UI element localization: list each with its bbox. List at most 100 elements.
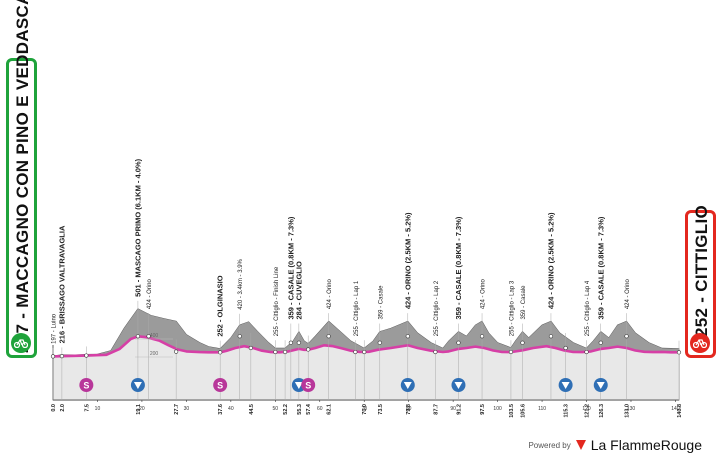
- sprint-s-icon: S: [305, 381, 311, 391]
- waypoint-km-label: 126.3: [599, 404, 605, 418]
- sprint-marker: [213, 378, 228, 392]
- waypoint-dot: [218, 350, 223, 355]
- waypoint-km-label: 7.5: [84, 404, 90, 412]
- waypoint-dot: [563, 345, 568, 351]
- waypoint-dot: [353, 349, 358, 355]
- km-tick-label: 60: [317, 406, 323, 412]
- km-tick-label: 50: [273, 406, 279, 412]
- waypoint-km-label: 105.6: [521, 404, 527, 418]
- km-tick-label: 80: [406, 406, 412, 412]
- waypoint-dot: [624, 334, 629, 339]
- waypoint-label: 424 - Orino: [147, 278, 153, 309]
- waypoint-km-label: 73.5: [378, 404, 384, 415]
- powered-by-text: Powered by: [528, 440, 571, 450]
- waypoint-dot: [135, 334, 141, 339]
- waypoint-label: 424 - ORINO (2.5KM - 5.2%): [403, 212, 412, 309]
- waypoint-dot: [584, 349, 589, 355]
- waypoint-label: 359 - CASALE (0.8KM - 7.3%): [454, 216, 463, 319]
- km-tick-label: 30: [184, 406, 190, 412]
- waypoint-dot: [50, 354, 56, 359]
- waypoint-label: 255 - Cittiglio - Lap 1: [354, 280, 360, 336]
- waypoint-label: 424 - ORINO (2.5KM - 5.2%): [546, 212, 555, 309]
- waypoint-dot: [326, 334, 331, 339]
- flamme-rouge-logo-icon: [575, 440, 586, 450]
- triangle-down-icon: [596, 382, 605, 389]
- waypoint-km-label: 70.0: [362, 404, 368, 415]
- footer: Powered by La FlammeRouge: [528, 437, 702, 453]
- km-tick-label: 140: [671, 406, 680, 412]
- bicycle-icon: [690, 333, 710, 353]
- waypoint-km-label: 140.8: [677, 404, 683, 418]
- waypoint-dot: [456, 340, 461, 345]
- waypoint-km-label: 55.3: [297, 404, 303, 415]
- waypoint-dot: [362, 349, 367, 355]
- waypoint-dot: [508, 349, 514, 355]
- waypoint-label: 359 - Casale: [378, 285, 384, 320]
- start-panel: 207 - MACCAGNO CON PINO E VEDDASCA: [6, 0, 37, 358]
- waypoint-dot: [174, 349, 179, 354]
- triangle-down-icon: [133, 382, 142, 389]
- altitude-reference-label: 400: [150, 333, 159, 339]
- sprint-s-icon: S: [83, 381, 89, 391]
- waypoint-dot: [84, 353, 89, 358]
- waypoint-dot: [377, 340, 382, 345]
- waypoint-km-label: 62.1: [327, 404, 333, 415]
- brand-name: La FlammeRouge: [590, 437, 702, 453]
- triangle-down-icon: [294, 382, 303, 389]
- km-tick-label: 120: [582, 406, 591, 412]
- waypoint-dot: [433, 349, 438, 355]
- waypoint-dot: [520, 340, 525, 345]
- km-tick-label: 130: [627, 406, 636, 412]
- start-title: 207 - MACCAGNO CON PINO E VEDDASCA: [13, 0, 33, 353]
- waypoint-label: 359 - CASALE (0.8KM - 7.3%): [286, 216, 295, 319]
- waypoint-km-label: 19.1: [136, 404, 142, 415]
- bicycle-icon: [11, 333, 31, 353]
- waypoint-km-label: 133.0: [625, 404, 631, 418]
- waypoint-dot: [273, 349, 278, 355]
- waypoint-label: 216 - BRISSAGO VALTRAVAGLIA: [57, 225, 66, 343]
- waypoint-label: 359 - CASALE (0.8KM - 7.3%): [596, 216, 605, 319]
- waypoint-dot: [296, 340, 301, 345]
- sprint-s-icon: S: [217, 381, 223, 391]
- waypoint-label: 424 - Orino: [481, 278, 487, 309]
- altitude-reference-label: 200: [150, 351, 159, 357]
- waypoint-dot: [479, 334, 485, 339]
- waypoint-dot: [288, 340, 293, 345]
- waypoint-dot: [282, 349, 288, 355]
- triangle-down-icon: [403, 382, 412, 389]
- waypoint-dot: [59, 354, 64, 359]
- km-tick-label: 100: [493, 406, 502, 412]
- waypoint-km-label: 103.5: [509, 404, 515, 418]
- waypoint-label: 255 - Cittiglio - Lap 2: [434, 280, 440, 336]
- waypoint-km-label: 27.7: [174, 404, 180, 415]
- waypoint-label: 255 - Cittiglio - Lap 3: [509, 280, 515, 336]
- waypoint-km-label: 44.5: [249, 404, 255, 415]
- km-tick-label: 20: [139, 406, 145, 412]
- waypoint-km-label: 91.2: [456, 404, 462, 415]
- waypoint-dot: [598, 340, 603, 345]
- waypoint-label: 424 - Orino: [327, 278, 333, 309]
- waypoint-km-label: 37.6: [218, 404, 224, 415]
- triangle-down-icon: [561, 382, 570, 389]
- waypoint-label: 420 - 3.4km - 3.9%: [238, 258, 244, 309]
- waypoint-km-label: 79.8: [406, 404, 412, 415]
- waypoint-label: 359 - Casale: [521, 285, 527, 320]
- waypoint-km-label: 2.0: [60, 404, 66, 412]
- waypoint-label: 252 - OLGINASIO: [216, 275, 225, 336]
- sprint-marker: [79, 378, 94, 392]
- waypoint-dot: [405, 334, 410, 339]
- waypoint-dot: [306, 347, 311, 352]
- finish-name: CITTIGLIO: [692, 204, 711, 292]
- valley-area: [53, 336, 679, 400]
- waypoint-km-label: 57.4: [306, 403, 312, 415]
- waypoint-km-label: 87.7: [433, 404, 439, 415]
- km-tick-label: 10: [95, 406, 101, 412]
- start-name: MACCAGNO CON PINO E VEDDASCA: [13, 0, 32, 308]
- km-tick-label: 40: [228, 406, 234, 412]
- waypoint-dot: [248, 345, 253, 351]
- waypoint-dot: [676, 350, 682, 355]
- waypoint-dot: [548, 334, 554, 339]
- waypoint-label: 424 - Orino: [625, 278, 631, 309]
- finish-title: 252 - CITTIGLIO: [692, 204, 711, 337]
